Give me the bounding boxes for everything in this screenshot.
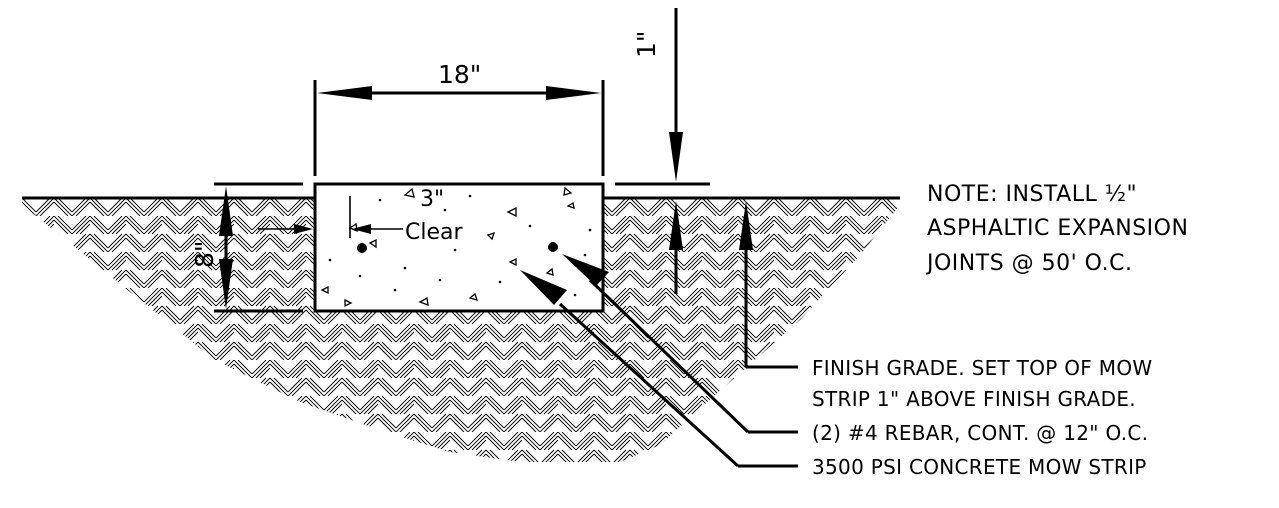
callout-finish-grade-line-1: FINISH GRADE. SET TOP OF MOW — [812, 356, 1152, 380]
clearance-arrow-left — [294, 224, 313, 234]
offset-dimension-label: 1" — [632, 31, 661, 58]
callout-rebar: (2) #4 REBAR, CONT. @ 12" O.C. — [812, 421, 1148, 445]
soil-hatch — [22, 198, 900, 462]
height-arrow-top — [219, 186, 233, 236]
note-line-3: JOINTS @ 50' O.C. — [925, 251, 1132, 276]
width-dimension-label: 18" — [438, 60, 481, 89]
rebar-right — [548, 242, 558, 252]
concrete-arrow — [520, 270, 567, 305]
width-arrow-right — [546, 86, 601, 100]
width-arrow-left — [317, 86, 372, 100]
clearance-arrow-right — [352, 224, 371, 234]
clearance-value-label: 3" — [420, 187, 444, 212]
finish-grade-arrow — [739, 201, 753, 250]
concrete-leader-diagonal — [558, 302, 740, 468]
offset-arrow-down — [669, 132, 683, 182]
concrete-dots — [328, 194, 592, 297]
rebar-arrow — [562, 254, 609, 286]
concrete-aggregate — [320, 186, 575, 308]
height-arrow-bottom — [219, 259, 233, 309]
offset-arrow-up — [669, 201, 683, 250]
callout-finish-grade-line-2: STRIP 1" ABOVE FINISH GRADE. — [812, 387, 1136, 411]
rebar-left — [357, 243, 367, 253]
callout-concrete: 3500 PSI CONCRETE MOW STRIP — [812, 455, 1147, 479]
note-line-2: ASPHALTIC EXPANSION — [927, 216, 1188, 241]
height-dimension-label: 8" — [190, 241, 219, 268]
clearance-text-label: Clear — [405, 220, 463, 245]
note-line-1: NOTE: INSTALL ½" — [927, 182, 1137, 207]
rebar-leader-diagonal — [588, 278, 750, 434]
